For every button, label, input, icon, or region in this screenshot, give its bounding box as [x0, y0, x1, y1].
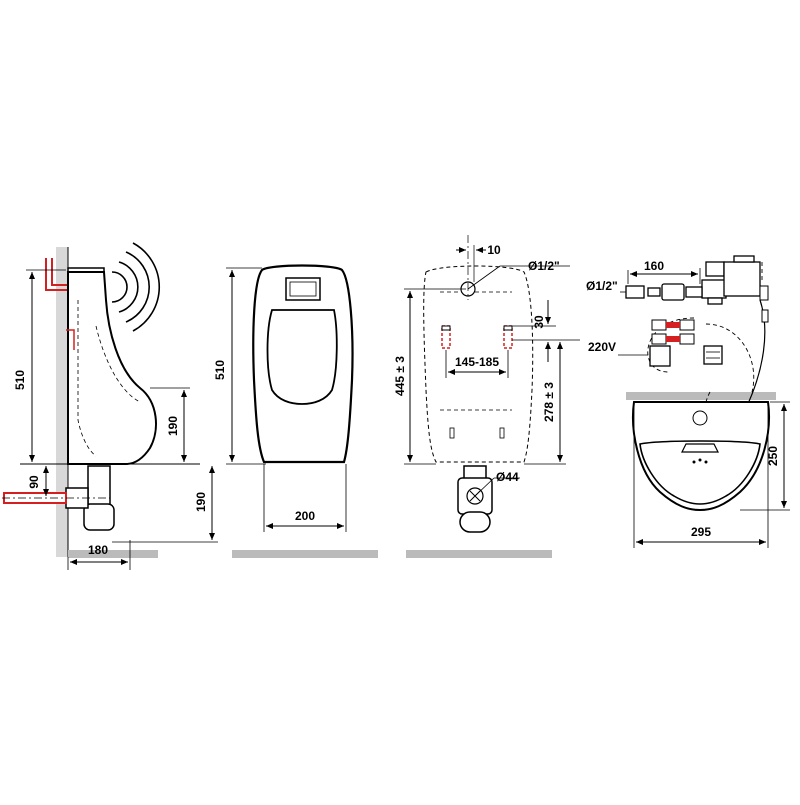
side-height-label: 510	[13, 370, 27, 390]
rear-inlet-height-label: 445 ± 3	[393, 356, 407, 396]
urinal-bowl-opening	[266, 309, 338, 405]
side-depth-label: 180	[88, 543, 108, 557]
side-view: 510 190 190 90 180	[2, 242, 218, 570]
top-view: 220V 160 Ø1/2" 250 295	[586, 255, 790, 548]
top-wall	[626, 392, 776, 400]
red-connectors	[651, 319, 695, 345]
rear-hanger-span-label: 145-185	[455, 355, 499, 369]
front-view: 510 200	[213, 264, 378, 558]
red-supply-pipe	[45, 258, 72, 291]
rear-hanger-offset-label: 30	[532, 315, 546, 329]
front-floor	[232, 550, 378, 558]
rear-offset-label: 10	[487, 243, 501, 257]
side-pipe-height-label: 90	[27, 475, 41, 489]
urinal-top-bowl	[639, 440, 761, 505]
front-width-label: 200	[295, 509, 315, 523]
front-sensor-window	[285, 277, 321, 301]
top-power-label: 220V	[588, 340, 616, 354]
side-floor	[68, 550, 158, 558]
power-adapter-icon	[649, 345, 671, 367]
side-lower-height-label: 190	[166, 416, 180, 436]
solenoid-valve	[701, 255, 761, 305]
rear-inlet-label: Ø1/2"	[528, 259, 560, 273]
urinal-side-profile	[67, 271, 157, 465]
top-inlet-label: Ø1/2"	[586, 279, 618, 293]
sensor-waves-icon	[111, 242, 160, 332]
top-depth-label: 250	[766, 446, 780, 466]
rear-floor	[406, 550, 552, 558]
rear-hanger-height-label: 278 ± 3	[542, 382, 556, 422]
side-outlet-depth-label: 190	[194, 492, 208, 512]
urinal-rear-outline	[423, 265, 534, 463]
rear-outlet-label: Ø44	[496, 470, 519, 484]
wall	[56, 247, 68, 557]
rear-view: 10 Ø1/2" 30 145-185 445 ± 3 278 ± 3 Ø44	[393, 235, 580, 558]
rear-hangers	[441, 325, 513, 349]
top-width-label: 295	[691, 525, 711, 539]
front-height-label: 510	[213, 360, 227, 380]
junction-box-icon	[703, 345, 723, 365]
top-valve-length-label: 160	[644, 259, 664, 273]
inlet-connector	[625, 283, 703, 301]
